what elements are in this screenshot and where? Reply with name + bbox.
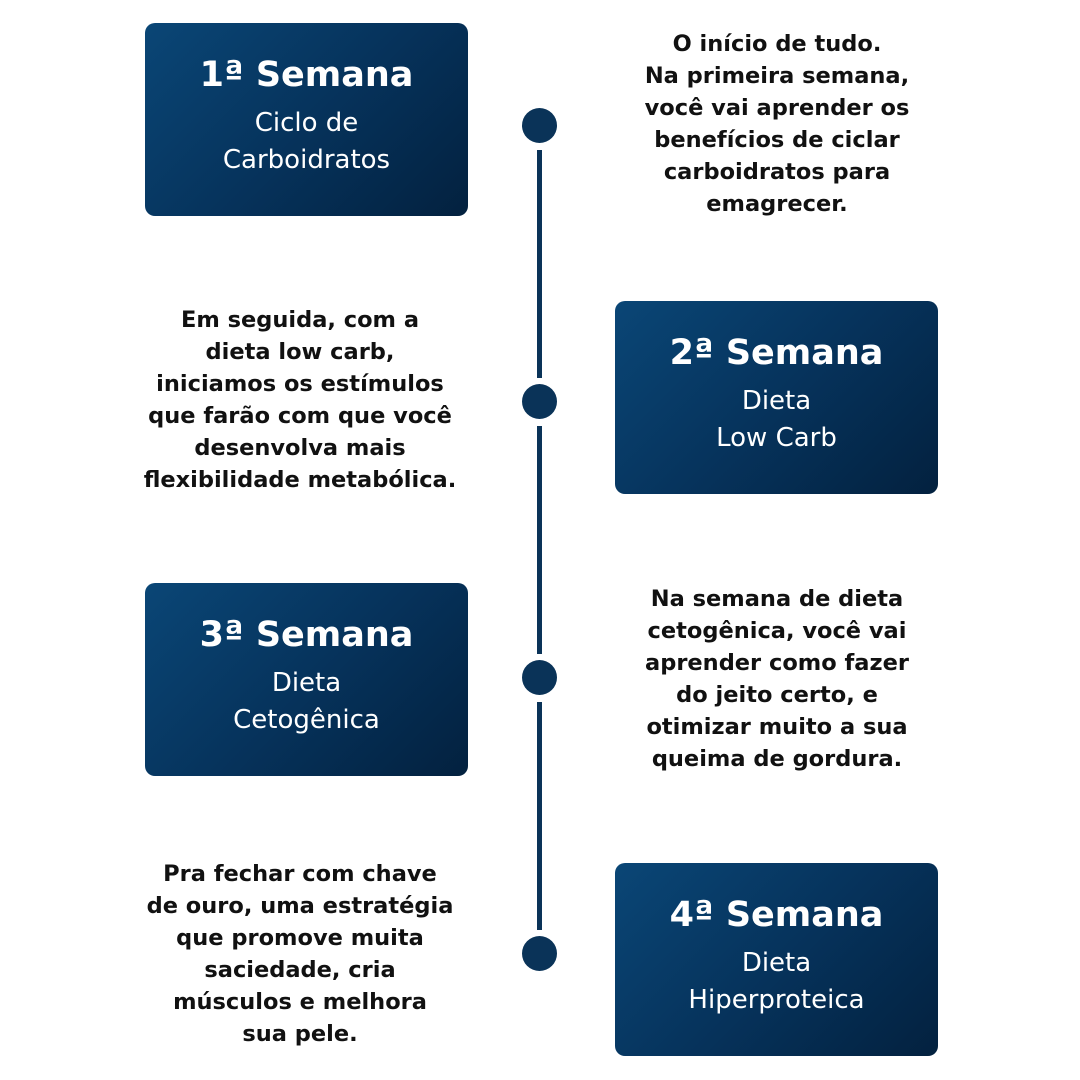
week-2-card: 2ª Semana Dieta Low Carb xyxy=(615,301,938,494)
week-1-card: 1ª Semana Ciclo de Carboidratos xyxy=(145,23,468,216)
timeline-segment xyxy=(537,150,542,378)
week-1-description: O início de tudo. Na primeira semana, vo… xyxy=(644,31,910,217)
week-2-description: Em seguida, com a dieta low carb, inicia… xyxy=(143,307,457,493)
week-title: 4ª Semana xyxy=(669,895,884,935)
week-title: 3ª Semana xyxy=(199,615,414,655)
week-title: 2ª Semana xyxy=(669,333,884,373)
week-subtitle: Dieta Low Carb xyxy=(716,386,837,453)
week-4-card: 4ª Semana Dieta Hiperproteica xyxy=(615,863,938,1056)
week-title: 1ª Semana xyxy=(199,55,414,95)
timeline-dot-1 xyxy=(522,108,557,143)
timeline-dot-4 xyxy=(522,936,557,971)
week-4-description: Pra fechar com chave de ouro, uma estrat… xyxy=(146,861,454,1047)
week-3-description: Na semana de dieta cetogênica, você vai … xyxy=(645,586,909,772)
timeline-segment xyxy=(537,426,542,654)
week-subtitle: Ciclo de Carboidratos xyxy=(222,108,391,175)
timeline-dot-3 xyxy=(522,660,557,695)
week-3-card: 3ª Semana Dieta Cetogênica xyxy=(145,583,468,776)
timeline-dot-2 xyxy=(522,384,557,419)
week-subtitle: Dieta Hiperproteica xyxy=(688,948,865,1015)
timeline-segment xyxy=(537,702,542,930)
week-subtitle: Dieta Cetogênica xyxy=(233,668,380,735)
